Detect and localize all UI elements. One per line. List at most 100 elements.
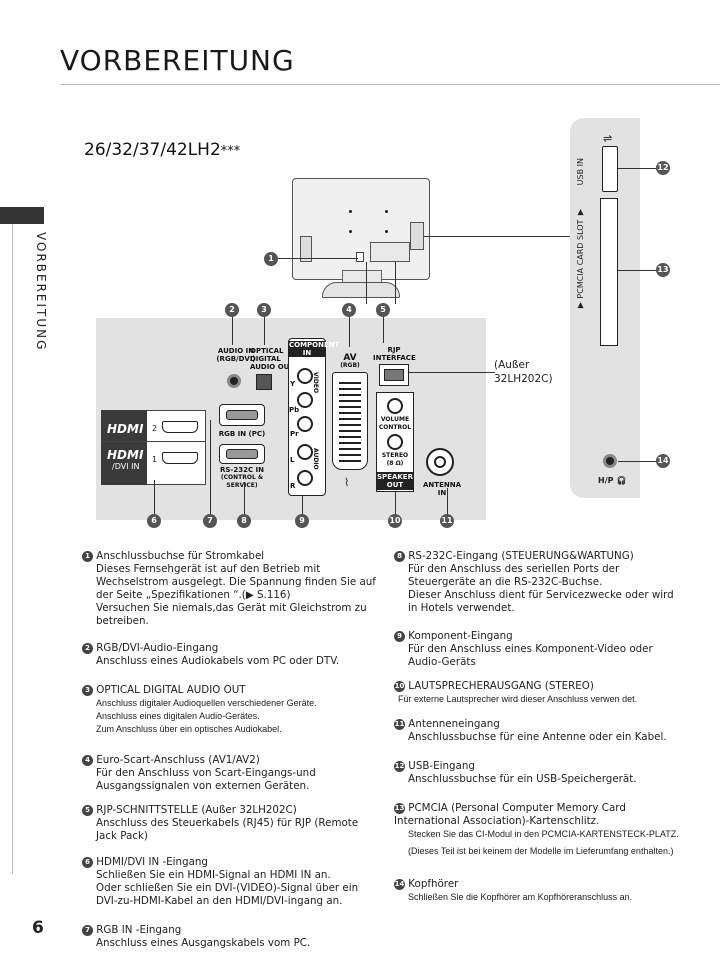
- rgb-in-label: RGB IN (PC): [218, 430, 266, 438]
- item-title: Anschlussbuchse für Stromkabel: [96, 550, 265, 562]
- audio-in-label: AUDIO IN (RGB/DVI): [216, 347, 256, 363]
- item-body: Versuchen Sie niemals,das Gerät mit Glei…: [96, 602, 367, 627]
- stereo-label: STEREO (8 Ω): [381, 452, 409, 467]
- usb-label: USB IN: [576, 158, 585, 186]
- number-badge: 2: [82, 643, 93, 654]
- hdmi-2-port: [162, 421, 198, 433]
- pb-jack: [297, 392, 313, 408]
- hdmi-logo: HDMI: [107, 422, 144, 436]
- headphone-label-text: H/P: [598, 476, 614, 485]
- item-title: HDMI/DVI IN -Eingang: [96, 856, 208, 868]
- leader-line: [349, 317, 350, 347]
- pb-label: Pb: [289, 406, 300, 414]
- hdmi-1-port: [162, 452, 198, 464]
- item-body: Stecken Sie das CI-Modul in den PCMCIA-K…: [408, 829, 679, 839]
- description-item-11: 11 Antenneneingang Anschlussbuchse für e…: [394, 718, 674, 744]
- item-body: Anschluss des Steuerkabels (RJ45) für RJ…: [96, 817, 359, 842]
- item-body: Für den Anschluss von Scart-Eingangs-und…: [96, 767, 316, 792]
- rjp-label: RJP INTERFACE: [373, 346, 416, 362]
- description-item-10: 10 LAUTSPRECHERAUSGANG (STEREO) Für exte…: [394, 680, 674, 706]
- hdmi-logo: HDMI: [107, 448, 144, 462]
- audio-in-jack: [227, 374, 241, 388]
- rs232c-label: RS-232C IN: [220, 466, 264, 474]
- item-title: RJP-SCHNITTSTELLE (Außer 32LH202C): [96, 804, 297, 816]
- leader-line: [618, 168, 658, 169]
- section-side-label: VORBEREITUNG: [34, 232, 48, 352]
- item-title: RGB/DVI-Audio-Eingang: [96, 642, 219, 654]
- rj45-socket: [384, 369, 404, 381]
- item-body: Anschluss eines Audiokabels vom PC oder …: [96, 655, 340, 667]
- y-label: Y: [290, 380, 296, 388]
- leader-line: [302, 496, 303, 514]
- item-body: Anschlussbuchse für eine Antenne oder ei…: [408, 731, 667, 743]
- volume-control-jack: [387, 398, 403, 414]
- side-divider: [12, 224, 13, 874]
- r-label: R: [290, 482, 296, 490]
- callout-4: 4: [342, 303, 356, 317]
- description-item-7: 7 RGB IN -Eingang Anschluss eines Ausgan…: [82, 924, 377, 950]
- item-body: Anschluss eines Ausgangskabels vom PC.: [96, 937, 311, 949]
- rs232c-pins: [226, 449, 258, 459]
- item-body: Für den Anschluss eines Komponent-Video …: [408, 643, 653, 668]
- item-title: RGB IN -Eingang: [96, 924, 182, 936]
- item-title: Komponent-Eingang: [408, 630, 513, 642]
- leader-line: [395, 492, 396, 514]
- rgb-pins: [226, 410, 258, 420]
- leader-line: [366, 262, 367, 304]
- callout-2: 2: [225, 303, 239, 317]
- video-label: VIDEO: [312, 372, 319, 394]
- page-title: VORBEREITUNG: [60, 44, 295, 77]
- leader-line: [395, 262, 396, 304]
- pr-jack: [297, 416, 313, 432]
- item-body: Oder schließen Sie ein DVI-(VIDEO)-Signa…: [96, 882, 359, 907]
- item-title: Antenneneingang: [408, 718, 500, 730]
- description-item-6: 6 HDMI/DVI IN -Eingang Schließen Sie ein…: [82, 856, 377, 908]
- headphone-jack: [603, 454, 617, 468]
- antenna-jack-inner: [434, 456, 446, 468]
- optical-label: OPTICAL DIGITAL AUDIO OUT: [250, 347, 294, 371]
- leader-line: [264, 317, 265, 345]
- leader-line: [383, 317, 384, 343]
- description-item-3: 3 OPTICAL DIGITAL AUDIO OUT Anschluss di…: [82, 684, 377, 736]
- item-title: OPTICAL DIGITAL AUDIO OUT: [96, 684, 246, 696]
- scart-icon: ⌇: [344, 476, 350, 489]
- audio-l-jack: [297, 444, 313, 460]
- description-item-12: 12 USB-Eingang Anschlussbuchse für ein U…: [394, 760, 674, 786]
- callout-11: 11: [440, 514, 454, 528]
- speaker-out-label: SPEAKER OUT: [377, 472, 413, 490]
- leader-line: [210, 420, 211, 514]
- antenna-in-label: ANTENNA IN: [423, 481, 461, 497]
- number-badge: 3: [82, 685, 93, 696]
- rjp-exception-note: (Außer 32LH202C): [494, 359, 553, 385]
- leader-line: [618, 461, 658, 462]
- number-badge: 5: [82, 805, 93, 816]
- model-suffix: ***: [220, 144, 241, 159]
- description-item-4: 4 Euro-Scart-Anschluss (AV1/AV2) Für den…: [82, 754, 377, 793]
- number-badge: 6: [82, 857, 93, 868]
- av-label: AV: [343, 353, 357, 363]
- callout-10: 10: [388, 514, 402, 528]
- video-jack: [297, 368, 313, 384]
- stereo-jack: [387, 434, 403, 450]
- description-item-5: 5 RJP-SCHNITTSTELLE (Außer 32LH202C) Ans…: [82, 804, 377, 843]
- hdmi-2-label: 2: [152, 424, 158, 433]
- item-body: Zum Anschluss über ein optisches Audioka…: [96, 724, 282, 734]
- number-badge: 12: [394, 761, 405, 772]
- item-body: Schließen Sie ein HDMI-Signal an HDMI IN…: [96, 869, 331, 881]
- item-body: Für den Anschluss des seriellen Ports de…: [408, 563, 620, 588]
- hdmi-1-label: 1: [152, 455, 158, 464]
- number-badge: 8: [394, 551, 405, 562]
- power-socket-shape: [356, 252, 364, 262]
- description-item-2: 2 RGB/DVI-Audio-Eingang Anschluss eines …: [82, 642, 377, 668]
- audio-r-jack: [297, 470, 313, 486]
- callout-6: 6: [147, 514, 161, 528]
- item-title: Kopfhörer: [408, 878, 459, 890]
- item-title: RS-232C-Eingang (STEUERUNG&WARTUNG): [408, 550, 634, 562]
- description-item-9: 9 Komponent-Eingang Für den Anschluss ei…: [394, 630, 674, 669]
- tv-stand-base: [322, 282, 400, 298]
- item-body: Schließen Sie die Kopfhörer am Kopfhörer…: [408, 892, 633, 902]
- model-title: 26/32/37/42LH2***: [84, 140, 240, 160]
- callout-3: 3: [257, 303, 271, 317]
- description-item-13: 13 PCMCIA (Personal Computer Memory Card…: [394, 802, 679, 858]
- headphone-label: H/P 🎧︎: [598, 476, 626, 485]
